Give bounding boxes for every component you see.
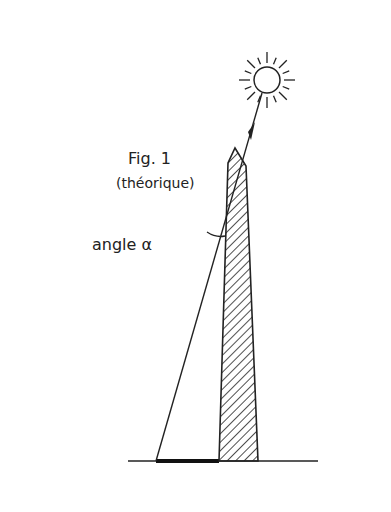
angle-label: angle α (92, 236, 152, 254)
sun-ray-stroke (274, 96, 277, 103)
sun-ray-stroke (279, 92, 287, 100)
sun-ray-stroke (279, 60, 287, 68)
figure-note: (théorique) (116, 176, 194, 191)
sun (254, 67, 280, 93)
sun-ray-stroke (247, 60, 255, 68)
sun-ray-stroke (258, 58, 261, 65)
obelisk (219, 148, 258, 461)
sun-ray-stroke (283, 71, 290, 74)
sun-ray-stroke (247, 92, 255, 100)
sun-ray-stroke (266, 97, 267, 108)
angle-arc (207, 232, 225, 237)
sun-ray-stroke (258, 96, 261, 103)
sun-rays (239, 52, 295, 108)
sun-ray-stroke (245, 71, 252, 74)
figure-number: Fig. 1 (128, 150, 171, 168)
sun-ray-stroke (245, 87, 252, 90)
sun-ray-stroke (266, 52, 267, 63)
ray-arrowhead (248, 122, 255, 140)
shadow (156, 459, 219, 463)
sun-ray-stroke (274, 58, 277, 65)
sun-ray-stroke (283, 87, 290, 90)
sun-ray-stroke (284, 79, 295, 80)
sun-ray (156, 93, 262, 461)
sun-ray-stroke (239, 79, 250, 80)
